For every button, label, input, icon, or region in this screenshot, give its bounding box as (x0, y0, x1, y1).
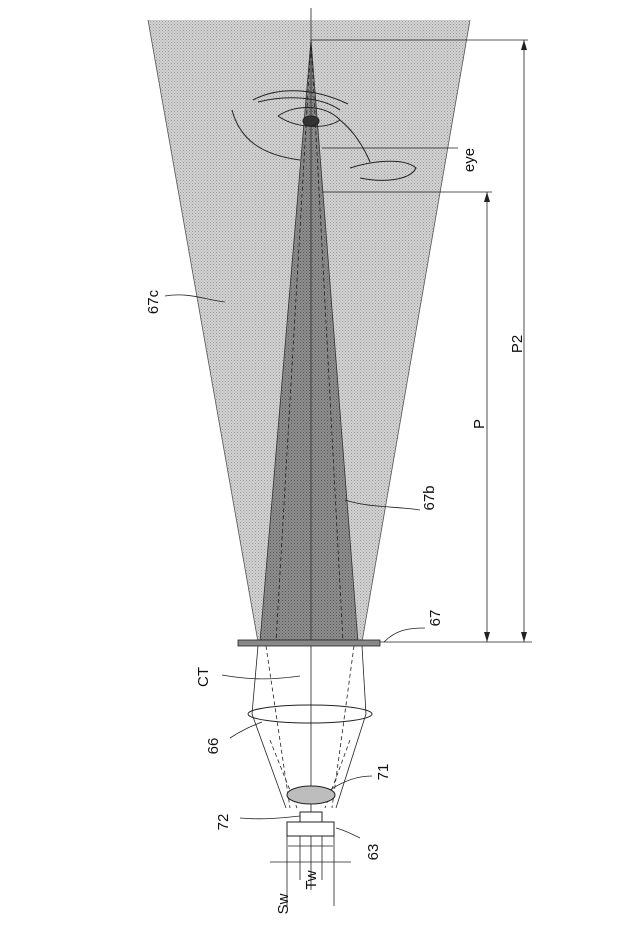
arrow-p-top (484, 192, 490, 202)
label-66: 66 (205, 738, 222, 755)
label-67c: 67c (145, 289, 162, 314)
label-tw: Tw (303, 870, 320, 889)
element-63 (287, 822, 334, 836)
label-p2: P2 (509, 335, 526, 353)
label-67b: 67b (421, 485, 438, 510)
lens-66 (248, 705, 372, 723)
arrow-p-bottom (484, 632, 490, 642)
label-71: 71 (375, 764, 392, 781)
arrow-p2-bottom (521, 632, 527, 642)
label-63: 63 (365, 844, 382, 861)
label-ct: CT (195, 667, 212, 687)
label-72: 72 (215, 814, 232, 831)
label-67: 67 (427, 610, 444, 627)
lower-ray-paths (252, 646, 366, 808)
screen-plate (238, 640, 380, 646)
label-sw: Sw (275, 893, 292, 914)
arrow-p2-top (521, 40, 527, 50)
label-p: P (471, 419, 488, 429)
lens-71 (287, 786, 335, 804)
element-72 (300, 812, 322, 822)
label-eye: eye (461, 148, 478, 172)
